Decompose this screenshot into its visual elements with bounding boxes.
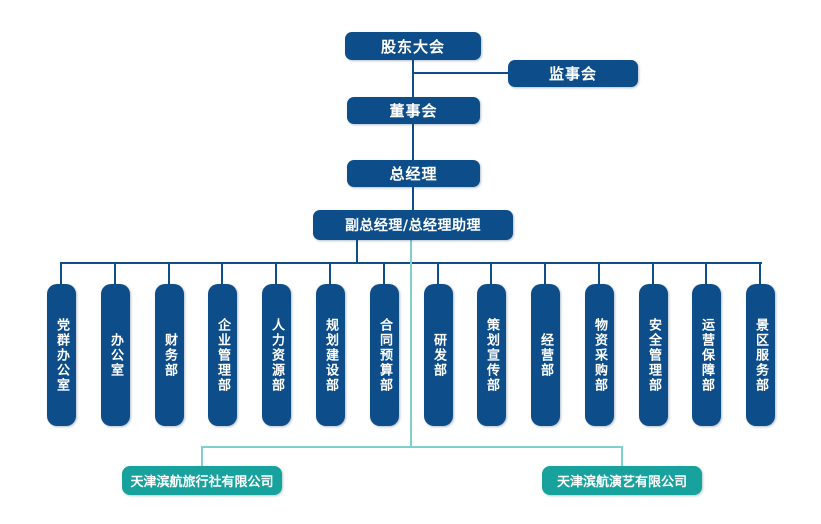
node-label: 监事会 bbox=[548, 65, 597, 83]
node-shareholders-meeting: 股东大会 bbox=[345, 32, 481, 60]
dept-label: 运营保障部 bbox=[699, 317, 714, 393]
dept-label: 规划建设部 bbox=[323, 317, 338, 393]
dept-box-scenic-area-service: 景区服务部 bbox=[746, 284, 775, 426]
dept-box-safety-management: 安全管理部 bbox=[639, 284, 668, 426]
dept-box-human-resources: 人力资源部 bbox=[262, 284, 291, 426]
dept-label: 企业管理部 bbox=[215, 317, 230, 393]
subsidiary-label: 天津滨航旅行社有限公司 bbox=[130, 475, 274, 490]
connector-dept-drop-10 bbox=[544, 264, 546, 285]
dept-box-planning-publicity: 策划宣传部 bbox=[477, 284, 506, 426]
connector-deputy-subsidiaries bbox=[410, 240, 412, 447]
connector-dept-drop-12 bbox=[652, 264, 654, 285]
connector-dept-drop-6 bbox=[329, 264, 331, 285]
connector-board-gm bbox=[412, 124, 414, 160]
dept-label: 合同预算部 bbox=[377, 317, 392, 393]
dept-box-enterprise-management: 企业管理部 bbox=[208, 284, 237, 426]
dept-box-business-operations: 经营部 bbox=[531, 284, 560, 426]
node-board-of-directors: 董事会 bbox=[347, 97, 480, 124]
connector-dept-drop-13 bbox=[705, 264, 707, 285]
dept-box-contract-budget: 合同预算部 bbox=[370, 284, 399, 426]
dept-box-party-mass-office: 党群办公室 bbox=[47, 284, 76, 426]
connector-dept-drop-3 bbox=[168, 264, 170, 285]
dept-label: 党群办公室 bbox=[54, 317, 69, 393]
connector-dept-drop-8 bbox=[437, 264, 439, 285]
node-label: 总经理 bbox=[389, 165, 438, 183]
node-label: 副总经理/总经理助理 bbox=[344, 218, 482, 234]
connector-dept-drop-9 bbox=[490, 264, 492, 285]
dept-label: 景区服务部 bbox=[753, 317, 768, 393]
subsidiary-label: 天津滨航演艺有限公司 bbox=[556, 475, 687, 490]
connector-dept-drop-4 bbox=[221, 264, 223, 285]
node-label: 股东大会 bbox=[380, 37, 445, 56]
connector-supervisory-branch bbox=[413, 72, 508, 74]
node-supervisory-board: 监事会 bbox=[508, 60, 638, 87]
subsidiary-box-travel-agency: 天津滨航旅行社有限公司 bbox=[122, 466, 282, 495]
dept-box-research-development: 研发部 bbox=[424, 284, 453, 426]
connector-subsidiary-drop-2 bbox=[621, 447, 623, 466]
dept-box-general-office: 办公室 bbox=[101, 284, 130, 426]
dept-label: 财务部 bbox=[162, 332, 177, 378]
dept-label: 人力资源部 bbox=[269, 317, 284, 393]
dept-label: 办公室 bbox=[108, 332, 123, 378]
dept-label: 物资采购部 bbox=[592, 317, 607, 393]
dept-label: 经营部 bbox=[538, 332, 553, 378]
subsidiary-box-performing-arts: 天津滨航演艺有限公司 bbox=[542, 466, 702, 495]
connector-gm-deputy bbox=[412, 187, 414, 210]
connector-dept-drop-7 bbox=[383, 264, 385, 285]
connector-dept-drop-11 bbox=[598, 264, 600, 285]
node-deputy-gm: 副总经理/总经理助理 bbox=[313, 210, 513, 240]
dept-label: 安全管理部 bbox=[646, 317, 661, 393]
node-label: 董事会 bbox=[389, 102, 438, 120]
connector-dept-drop-1 bbox=[60, 264, 62, 285]
dept-box-material-procurement: 物资采购部 bbox=[585, 284, 614, 426]
dept-box-finance: 财务部 bbox=[155, 284, 184, 426]
connector-subsidiary-drop-1 bbox=[201, 447, 203, 466]
node-general-manager: 总经理 bbox=[347, 160, 480, 187]
connector-shareholders-board bbox=[412, 60, 414, 97]
connector-subsidiary-bus bbox=[201, 446, 623, 448]
connector-dept-drop-5 bbox=[275, 264, 277, 285]
connector-dept-drop-14 bbox=[759, 264, 761, 285]
connector-dept-drop-2 bbox=[114, 264, 116, 285]
dept-box-operation-support: 运营保障部 bbox=[692, 284, 721, 426]
dept-box-planning-construction: 规划建设部 bbox=[316, 284, 345, 426]
dept-label: 研发部 bbox=[431, 332, 446, 378]
connector-deputy-drop bbox=[356, 240, 358, 264]
dept-label: 策划宣传部 bbox=[484, 317, 499, 393]
